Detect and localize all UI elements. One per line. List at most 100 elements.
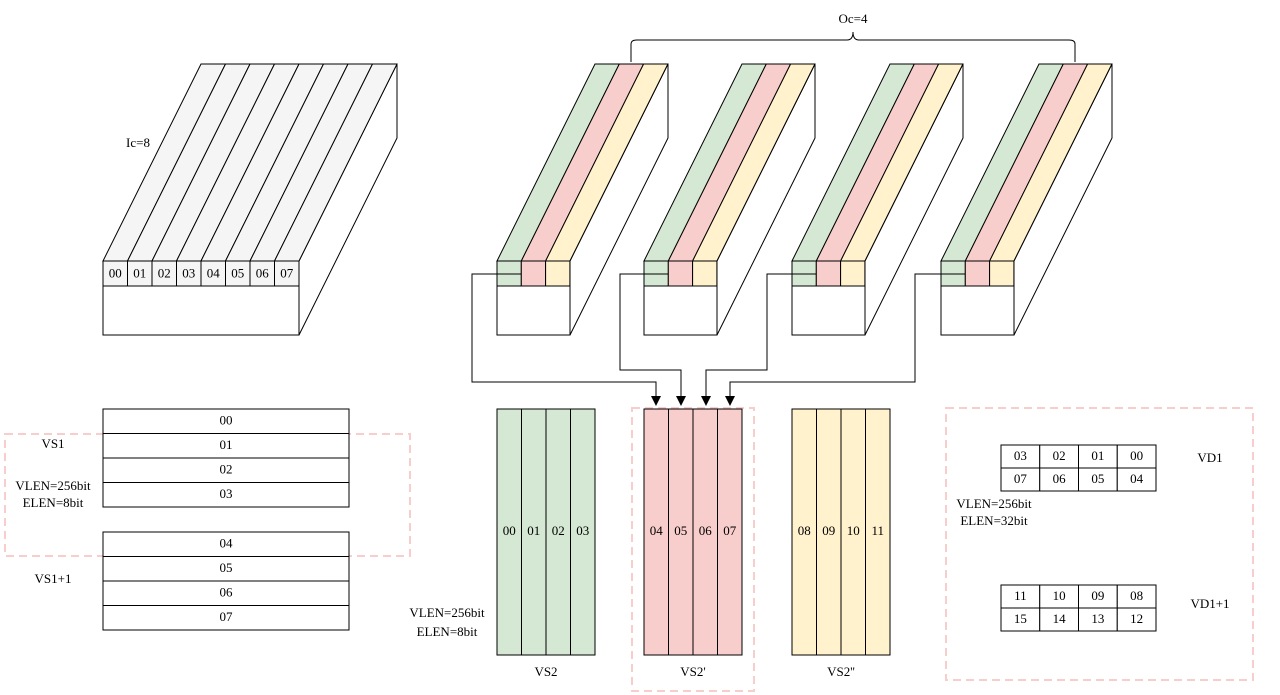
route-arrow: [725, 273, 941, 406]
weight-tensor: [940, 63, 1113, 336]
vd-elen-label: ELEN=32bit: [960, 513, 1028, 528]
weight-channel-cell: [667, 260, 694, 287]
vs2-cell-label: 01: [527, 523, 540, 538]
vs1-vlen-label: VLEN=256bit: [15, 478, 91, 493]
weight-tensor: [791, 63, 964, 336]
vd-cell: [1116, 467, 1157, 492]
vs1-row-label: 07: [220, 609, 234, 624]
weight-tensor: [496, 63, 669, 336]
vs2-vlen-label: VLEN=256bit: [409, 605, 485, 620]
vd-cell-label: 09: [1091, 588, 1104, 603]
vs1-row: [102, 580, 350, 606]
vs1-row-label: 01: [220, 437, 233, 452]
vd-cell-label: 13: [1091, 611, 1104, 626]
input-channel-cell: [274, 260, 300, 287]
vs1-row-label: 04: [220, 535, 234, 550]
vs2-cell-label: 06: [699, 523, 713, 538]
vs2-elen-label: ELEN=8bit: [417, 624, 478, 639]
vd-vlen-label: VLEN=256bit: [956, 496, 1032, 511]
vs1-next-label: VS1+1: [35, 571, 72, 586]
oc-brace: [630, 31, 1076, 62]
input-channel-label: 00: [109, 265, 122, 280]
vs2-cell-label: 04: [650, 523, 664, 538]
route-arrow: [471, 273, 661, 406]
routing-arrows: [471, 273, 941, 406]
vs2-column: [643, 408, 669, 656]
vs2-column: [865, 408, 891, 656]
vd-cell-label: 05: [1091, 471, 1104, 486]
vs1-row: [102, 457, 350, 483]
vs2-column: [791, 408, 817, 656]
route-arrow: [619, 273, 686, 406]
weight-tensor-front-face: [643, 285, 718, 336]
input-channel-label: 07: [280, 265, 294, 280]
vs1-elen-label: ELEN=8bit: [23, 495, 84, 510]
vd1-label: VD1: [1197, 450, 1222, 465]
vd-cell-label: 00: [1130, 448, 1143, 463]
route-arrow: [701, 273, 792, 406]
weight-channel-cell: [520, 260, 547, 287]
vs2-column: [496, 408, 522, 656]
vd-cell-label: 14: [1053, 611, 1067, 626]
vs2-register-label: VS2'': [827, 664, 855, 679]
input-channel-label: 04: [207, 265, 221, 280]
input-channel-cell: [200, 260, 226, 287]
vd-highlight-box: [945, 407, 1254, 681]
weight-tensor-front-face: [940, 285, 1015, 336]
weight-tensors: [496, 31, 1113, 336]
oc-label: Oc=4: [839, 11, 868, 26]
labels: Ic=8Oc=4VS1VLEN=256bitELEN=8bitVS1+1VLEN…: [15, 11, 1229, 639]
vd-cell-label: 04: [1130, 471, 1144, 486]
vs2-register-label: VS2': [680, 664, 705, 679]
vs1-row: [102, 408, 350, 434]
vs2-cell-label: 00: [503, 523, 516, 538]
input-tensor-front-face: [102, 285, 300, 336]
vs2-cell-label: 05: [674, 523, 687, 538]
vs1-row: [102, 605, 350, 631]
vd-cell-label: 01: [1091, 448, 1104, 463]
vd-cell-label: 07: [1014, 471, 1028, 486]
vs1-row-label: 03: [220, 486, 233, 501]
input-channel-label: 06: [256, 265, 270, 280]
vd-cell-label: 03: [1014, 448, 1027, 463]
weight-channel-cell: [840, 260, 866, 287]
vs2-column: [717, 408, 743, 656]
vs2-column: [521, 408, 547, 656]
vd-cell: [1116, 607, 1157, 632]
vd-cell-label: 08: [1130, 588, 1143, 603]
vd-cell-label: 10: [1053, 588, 1066, 603]
vs2-column: [840, 408, 866, 656]
vs1-label: VS1: [41, 436, 64, 451]
input-channel-cell: [151, 260, 177, 287]
vs2-cell-label: 03: [576, 523, 589, 538]
vs2-column: [570, 408, 596, 656]
vs2-register-label: VS2: [534, 664, 557, 679]
input-channel-cell: [127, 260, 153, 287]
weight-tensor-front-face: [791, 285, 866, 336]
vd-cell-label: 06: [1053, 471, 1067, 486]
vs2-column: [545, 408, 571, 656]
vs2-cell-label: 08: [798, 523, 811, 538]
vs2-cell-label: 10: [847, 523, 860, 538]
weight-channel-cell: [964, 260, 991, 287]
input-channel-label: 01: [133, 265, 146, 280]
input-channel-label: 02: [158, 265, 171, 280]
weight-channel-cell: [815, 260, 842, 287]
vs1-row: [102, 433, 350, 459]
vs2-cell-label: 11: [871, 523, 884, 538]
vs1-row: [102, 482, 350, 508]
weight-channel-cell: [545, 260, 571, 287]
weight-tensor-front-face: [496, 285, 571, 336]
input-channel-cell: [249, 260, 275, 287]
vs2-cell-label: 07: [723, 523, 737, 538]
vs1-row-label: 02: [220, 461, 233, 476]
vd-cell-label: 15: [1014, 611, 1027, 626]
vs2-cell-label: 02: [552, 523, 565, 538]
vs2-prime-highlight-box: [631, 407, 755, 692]
weight-channel-cell: [989, 260, 1015, 287]
